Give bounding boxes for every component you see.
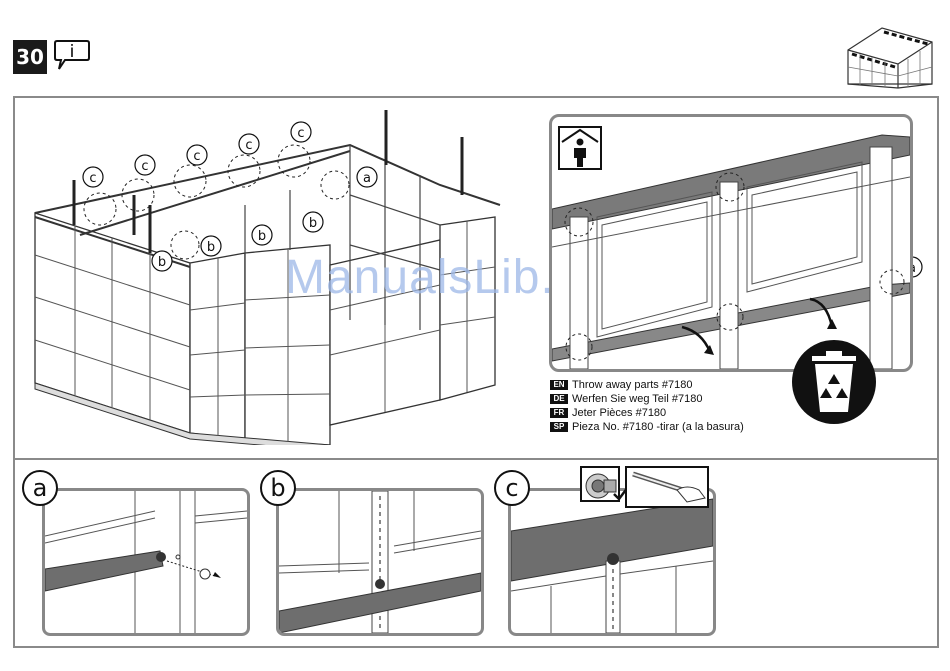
info-glyph: i <box>70 42 75 62</box>
lang-code-en: EN <box>550 380 568 390</box>
zoom-panel-top <box>549 114 913 372</box>
lang-code-sp: SP <box>550 422 568 432</box>
detail-panel-c <box>508 488 716 636</box>
detail-label-a: a <box>22 470 58 506</box>
instruction-list: EN Throw away parts #7180 DE Werfen Sie … <box>550 378 744 434</box>
lang-code-de: DE <box>550 394 568 404</box>
info-icon: i <box>53 38 91 72</box>
instruction-text-fr: Jeter Pièces #7180 <box>572 406 666 420</box>
step-number: 30 <box>13 40 47 74</box>
instruction-de: DE Werfen Sie weg Teil #7180 <box>550 392 744 406</box>
instruction-fr: FR Jeter Pièces #7180 <box>550 406 744 420</box>
greenhouse-thumbnail-icon <box>840 22 940 92</box>
detail-label-b: b <box>260 470 296 506</box>
instruction-en: EN Throw away parts #7180 <box>550 378 744 392</box>
recycle-bin-icon <box>790 338 878 426</box>
instruction-sp: SP Pieza No. #7180 -tirar (a la basura) <box>550 420 744 434</box>
lang-code-fr: FR <box>550 408 568 418</box>
instruction-text-en: Throw away parts #7180 <box>572 378 692 392</box>
detail-panel-b <box>276 488 484 636</box>
detail-panel-a <box>42 488 250 636</box>
person-icon <box>558 126 602 170</box>
instruction-text-de: Werfen Sie weg Teil #7180 <box>572 392 702 406</box>
hand-insert-icon <box>625 466 709 508</box>
detail-label-c: c <box>494 470 530 506</box>
detail-divider <box>13 458 939 460</box>
instruction-text-sp: Pieza No. #7180 -tirar (a la basura) <box>572 420 744 434</box>
